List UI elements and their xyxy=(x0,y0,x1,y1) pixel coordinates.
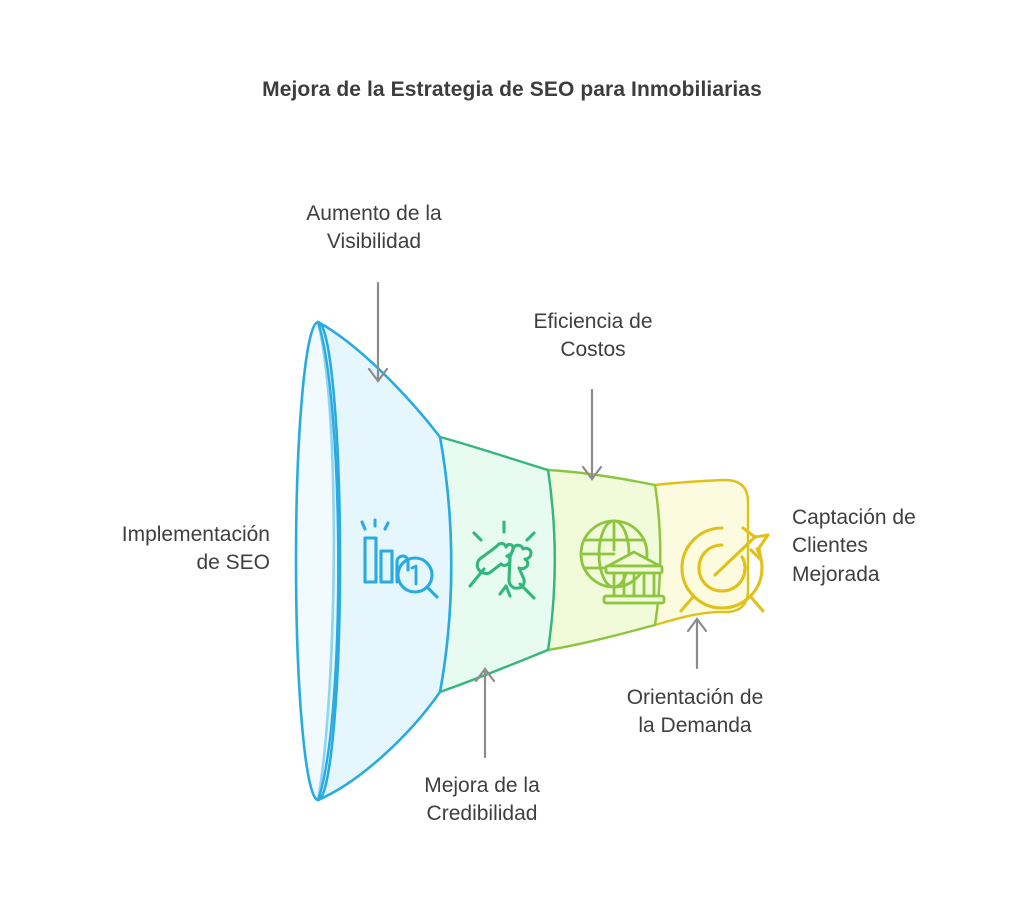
callout-eficiencia-costos: Eficiencia de Costos xyxy=(533,310,653,362)
callout-captacion-clientes: Captación de Clientes Mejorada xyxy=(792,506,916,586)
funnel-mouth-back-rim xyxy=(316,321,340,801)
funnel-mouth-ellipse xyxy=(294,320,342,802)
callout-mejora-credibilidad: Mejora de la Credibilidad xyxy=(424,774,540,826)
page-title: Mejora de la Estrategia de SEO para Inmo… xyxy=(262,78,762,101)
connector-arrow-top-2 xyxy=(581,388,603,481)
funnel-segment-visibilidad[interactable] xyxy=(294,320,453,802)
funnel-segment-credibilidad[interactable] xyxy=(438,435,556,694)
connector-arrow-bottom-1 xyxy=(474,667,496,759)
callout-orientacion-demanda: Orientación de la Demanda xyxy=(626,686,764,738)
bar-chart-rank-search-icon xyxy=(360,518,439,599)
connector-arrow-bottom-2 xyxy=(686,617,708,670)
connector-arrow-top-1 xyxy=(367,281,389,383)
callout-implementacion-seo: Implementación de SEO xyxy=(121,523,270,575)
globe-bank-icon xyxy=(579,519,666,605)
target-arrow-icon xyxy=(679,526,770,613)
segment-shape-2 xyxy=(438,435,556,694)
callout-aumento-visibilidad: Aumento de la Visibilidad xyxy=(306,202,442,254)
fist-bump-icon xyxy=(468,520,536,600)
